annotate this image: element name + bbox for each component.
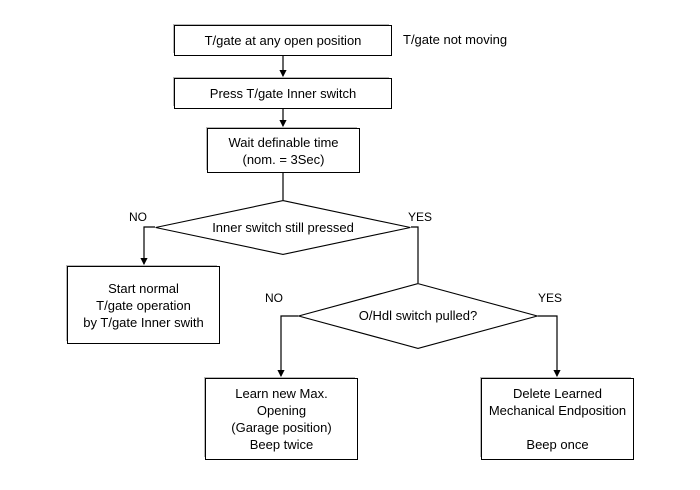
branch-label-ohdl-yes: YES xyxy=(538,291,563,305)
branch-label-inner-no: NO xyxy=(129,210,147,224)
node-decision-ohdl-switch-pulled: O/Hdl switch pulled? xyxy=(298,283,538,349)
node-label: Start normal T/gate operation by T/gate … xyxy=(83,280,204,330)
node-label: Delete Learned Mechanical Endposition Be… xyxy=(488,386,627,452)
node-decision-inner-switch-still-pressed: Inner switch still pressed xyxy=(155,200,411,255)
node-press-inner-switch: Press T/gate Inner switch xyxy=(174,78,392,109)
branch-label-ohdl-no: NO xyxy=(265,291,283,305)
edge-ohdl-yes-to-delete-learned xyxy=(538,315,561,378)
annotation-t-gate-not-moving: T/gate not moving xyxy=(403,32,508,47)
node-label: Learn new Max. Opening (Garage position)… xyxy=(231,386,332,452)
node-delete-learned-endposition: Delete Learned Mechanical Endposition Be… xyxy=(481,378,634,460)
node-label: Press T/gate Inner switch xyxy=(209,86,357,101)
edge-ohdl-no-to-learn-max xyxy=(277,315,298,378)
edge-inner-no-to-start-normal xyxy=(140,226,155,266)
decision-diamond-shape xyxy=(155,200,411,255)
node-learn-new-max-opening: Learn new Max. Opening (Garage position)… xyxy=(205,378,358,460)
node-label: O/Hdl switch pulled? xyxy=(358,308,478,323)
node-label: T/gate at any open position xyxy=(204,33,362,48)
decision-diamond-shape xyxy=(298,283,538,349)
edge-inner-yes-to-decision-ohdl xyxy=(411,226,419,283)
node-label: Wait definable time (nom. = 3Sec) xyxy=(228,134,339,167)
node-wait-definable-time: Wait definable time (nom. = 3Sec) xyxy=(207,128,360,173)
branch-label-inner-yes: YES xyxy=(408,210,433,224)
node-start-normal-operation: Start normal T/gate operation by T/gate … xyxy=(67,266,220,344)
node-t-gate-open-position: T/gate at any open position xyxy=(174,25,392,56)
node-label: Inner switch still pressed xyxy=(212,219,354,235)
